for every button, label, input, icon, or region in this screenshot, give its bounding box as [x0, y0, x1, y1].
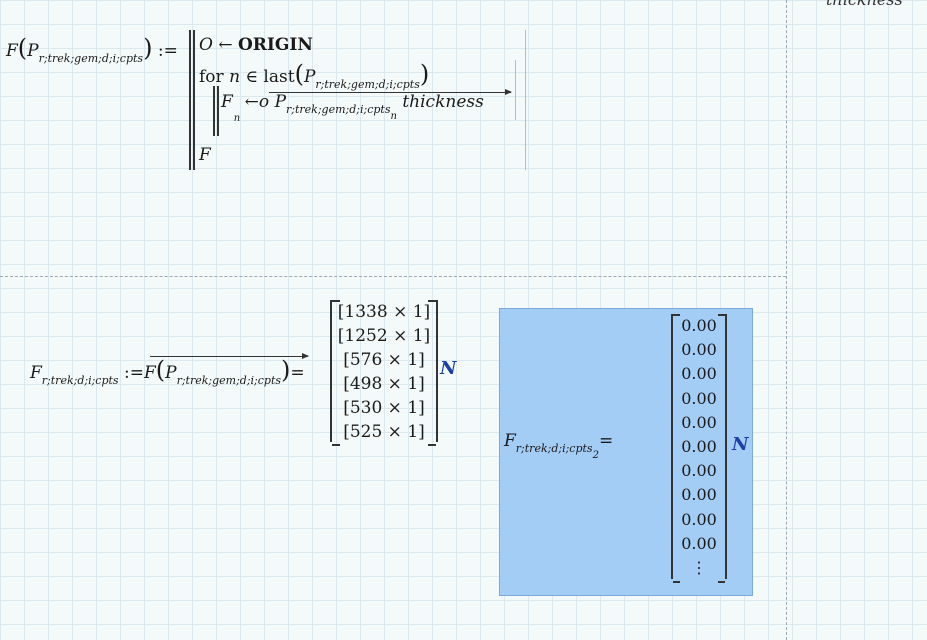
vector-ellipsis: ⋮ [691, 557, 707, 577]
function-definition-header[interactable]: F(Pr;trek;gem;d;i;cpts) := [6, 34, 178, 65]
program-bar-inner-2 [217, 86, 219, 136]
program-bar-inner [213, 86, 215, 136]
matrix-row: [498 × 1] [343, 374, 425, 394]
program-region-edge [525, 30, 526, 170]
selected-evaluation-region[interactable]: Fr;trek;d;i;cpts2= 0.00 0.00 0.00 0.00 0… [499, 308, 753, 596]
matrix-row: [1338 × 1] [337, 302, 431, 322]
page-bottom-break [0, 276, 786, 277]
result-vector[interactable]: 0.00 0.00 0.00 0.00 0.00 0.00 0.00 0.00 … [671, 314, 727, 583]
function-param: P [27, 41, 39, 61]
page-right-margin [786, 0, 787, 640]
program-line-for[interactable]: for n ∈ last(Pr;trek;gem;d;i;cpts) [199, 60, 430, 91]
vector-row: 0.00 [681, 412, 717, 432]
evaluation-expression[interactable]: Fr;trek;d;i;cpts :=F(Pr;trek;gem;d;i;cpt… [30, 356, 305, 387]
cropped-region-text: thickness [826, 0, 903, 9]
matrix-row: [1252 × 1] [337, 326, 431, 346]
assign-operator: := [157, 41, 178, 61]
matrix-row: [576 × 1] [343, 350, 425, 370]
result-matrix[interactable]: [1338 × 1] [1252 × 1] [576 × 1] [498 × 1… [330, 300, 438, 446]
matrix-row: [530 × 1] [343, 398, 425, 418]
function-name: F [6, 41, 18, 61]
evaluation-label: Fr;trek;d;i;cpts2= [504, 431, 614, 461]
program-bar-outer-2 [193, 30, 195, 170]
vector-row: 0.00 [681, 340, 717, 360]
unit-label[interactable]: N [440, 358, 457, 379]
program-region-edge-inner [515, 60, 516, 120]
vector-row: 0.00 [681, 364, 717, 384]
vector-row: 0.00 [681, 509, 717, 529]
program-line-origin[interactable]: O ← ORIGIN [199, 35, 313, 55]
program-line-return[interactable]: F [199, 145, 211, 165]
program-block[interactable]: O ← ORIGIN for n ∈ last(Pr;trek;gem;d;i;… [189, 30, 526, 170]
vectorize-arrow-2 [150, 353, 309, 359]
vector-row: 0.00 [681, 485, 717, 505]
vector-row: 0.00 [681, 533, 717, 553]
vector-row: 0.00 [681, 461, 717, 481]
vector-row: 0.00 [681, 388, 717, 408]
matrix-row: [525 × 1] [343, 422, 425, 442]
vectorize-arrow [269, 89, 512, 95]
program-line-assign[interactable]: Fn ←o Pr;trek;gem;d;i;cptsn thickness [221, 92, 484, 124]
function-param-subscript: r;trek;gem;d;i;cpts [38, 52, 144, 65]
vector-row: 0.00 [681, 316, 717, 335]
unit-label-2[interactable]: N [732, 434, 749, 455]
program-bar-outer [189, 30, 191, 170]
vector-row: 0.00 [681, 436, 717, 456]
